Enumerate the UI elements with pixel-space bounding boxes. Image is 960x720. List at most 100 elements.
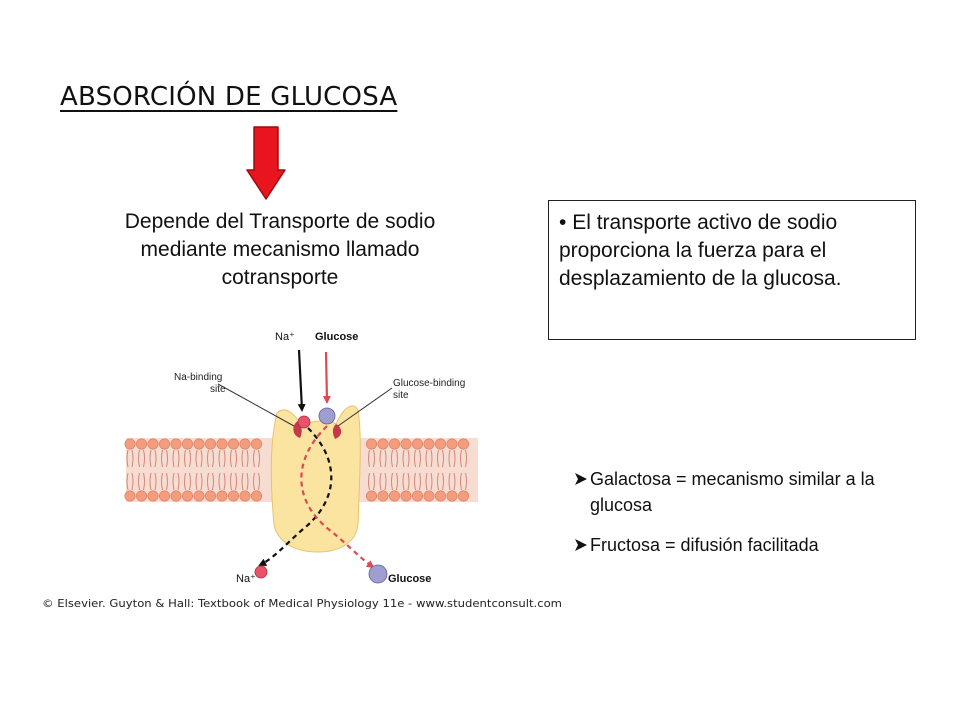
lipid-tail bbox=[419, 449, 421, 468]
lipid-head bbox=[377, 438, 389, 450]
lipid-tail bbox=[189, 472, 191, 491]
lipid-head bbox=[193, 438, 205, 450]
lipid-tail bbox=[200, 472, 203, 491]
lipid-tail bbox=[396, 449, 398, 468]
arrow-bullet-icon bbox=[575, 539, 587, 551]
lipid-tail bbox=[384, 449, 387, 468]
lipid-tail bbox=[143, 449, 145, 468]
lipid-tail bbox=[246, 472, 249, 491]
lipid-head bbox=[400, 490, 412, 502]
lipid-tail bbox=[138, 449, 140, 468]
lipid-tail bbox=[241, 472, 244, 491]
lipid-head bbox=[170, 490, 182, 502]
lipid-head bbox=[136, 490, 148, 502]
lipid-head bbox=[251, 438, 263, 450]
lipid-tail bbox=[235, 472, 237, 491]
box-bullet: • bbox=[559, 211, 567, 234]
sodium-path bbox=[258, 427, 333, 566]
lipid-head bbox=[216, 490, 228, 502]
lipid-head bbox=[434, 438, 446, 450]
lipid-head bbox=[170, 438, 182, 450]
lipid-head bbox=[147, 490, 159, 502]
lipid-head bbox=[216, 438, 228, 450]
lipid-tail bbox=[379, 472, 382, 491]
lipid-tail bbox=[161, 472, 163, 491]
lipid-tail bbox=[138, 472, 140, 491]
lipid-tail bbox=[166, 449, 168, 468]
lipid-tail bbox=[425, 472, 428, 491]
lipid-tail bbox=[149, 472, 152, 491]
lipid-tail bbox=[419, 472, 421, 491]
sodium-bound bbox=[297, 415, 311, 429]
lipid-tail bbox=[154, 472, 157, 491]
lipid-tail bbox=[230, 449, 232, 468]
lipid-tail bbox=[184, 449, 186, 468]
lipid-tail bbox=[241, 449, 244, 468]
lipid-tail bbox=[391, 449, 393, 468]
lipid-tail bbox=[172, 449, 175, 468]
cotransport-diagram: Na⁺ Glucose Na-binding site Glucose-bind… bbox=[42, 331, 562, 610]
lipid-tail bbox=[212, 472, 214, 491]
glucose-bottom-label: Glucose bbox=[388, 573, 431, 585]
lipid-tail bbox=[402, 472, 405, 491]
bullet-item-galactosa: Galactosa = mecanismo similar a la gluco… bbox=[574, 466, 914, 518]
lipid-tail bbox=[149, 449, 152, 468]
lipid-tail bbox=[218, 472, 221, 491]
lipid-tail bbox=[223, 472, 226, 491]
sodium-bottom-label: Na⁺ bbox=[236, 573, 256, 585]
down-arrow-icon bbox=[246, 126, 286, 200]
lipid-head bbox=[147, 438, 159, 450]
lipid-head bbox=[239, 438, 251, 450]
lipid-tail bbox=[425, 449, 428, 468]
lipid-tail bbox=[407, 472, 410, 491]
glucose-binding-pocket bbox=[332, 424, 342, 439]
lipid-tail bbox=[442, 449, 444, 468]
lipid-tail bbox=[223, 449, 226, 468]
lipid-tail bbox=[407, 449, 410, 468]
lipid-tail bbox=[465, 472, 467, 491]
lipid-tail bbox=[189, 449, 191, 468]
lipid-tail bbox=[195, 449, 198, 468]
bullet-text-galactosa: Galactosa = mecanismo similar a la gluco… bbox=[590, 469, 875, 515]
lipid-heads-top bbox=[124, 438, 469, 450]
lipid-heads-bottom bbox=[124, 490, 469, 502]
lipid-tail bbox=[143, 472, 145, 491]
lipid-head bbox=[228, 438, 240, 450]
lipid-tail bbox=[172, 472, 175, 491]
lipid-tail bbox=[166, 472, 168, 491]
lipid-head bbox=[377, 490, 389, 502]
lipid-head bbox=[205, 438, 217, 450]
na-binding-label: Na-binding site bbox=[174, 372, 226, 395]
lipid-tail bbox=[195, 472, 198, 491]
lipid-tail bbox=[258, 472, 260, 491]
lipid-tail bbox=[414, 472, 416, 491]
lipid-tail bbox=[448, 449, 451, 468]
lipid-head bbox=[446, 438, 458, 450]
bullet-text-fructosa: Fructosa = difusión facilitada bbox=[590, 535, 819, 555]
sugar-bullet-list: Galactosa = mecanismo similar a la gluco… bbox=[574, 466, 914, 572]
cotransport-description: Depende del Transporte de sodio mediante… bbox=[124, 210, 436, 289]
lipid-tail bbox=[453, 472, 456, 491]
lipid-tail bbox=[246, 449, 249, 468]
lipid-head bbox=[457, 438, 469, 450]
lipid-head bbox=[251, 490, 263, 502]
lipid-tail bbox=[414, 449, 416, 468]
glucose-released bbox=[368, 564, 388, 584]
lipid-tail bbox=[207, 449, 209, 468]
arrow-bullet-icon bbox=[575, 473, 587, 485]
glucose-bound bbox=[318, 407, 336, 425]
glucose-binding-label: Glucose-binding site bbox=[393, 378, 468, 401]
lipid-tail bbox=[453, 449, 456, 468]
lipid-tail bbox=[126, 449, 129, 468]
lipid-tail bbox=[212, 449, 214, 468]
lipid-head bbox=[205, 490, 217, 502]
na-binding-leader bbox=[217, 383, 295, 427]
lipid-tail bbox=[177, 449, 180, 468]
lipid-head bbox=[457, 490, 469, 502]
lipid-tail bbox=[391, 472, 393, 491]
glucose-top-label: Glucose bbox=[315, 331, 358, 343]
lipid-tail bbox=[200, 449, 203, 468]
lipid-tails bbox=[126, 449, 467, 491]
lipid-head bbox=[365, 438, 377, 450]
active-transport-box: • El transporte activo de sodio proporci… bbox=[548, 200, 916, 340]
